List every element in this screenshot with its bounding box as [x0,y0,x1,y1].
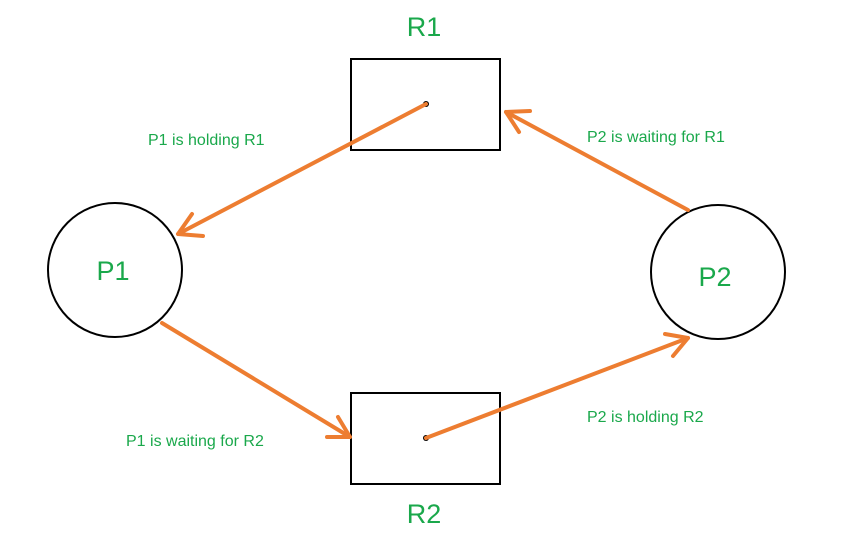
edge-r1-to-p1-label: P1 is holding R1 [148,132,265,149]
resource-r1-box [350,58,501,151]
edge-r2-to-p2-label: P2 is holding R2 [587,409,704,426]
edge-r2-to-p2-arrowhead [663,332,690,358]
resource-r2-label: R2 [407,499,442,529]
edge-r2-to-p2-line [424,336,690,440]
edge-p2-to-r1 [504,109,690,212]
edge-r1-to-p1-line [176,102,428,236]
edge-p2-to-r1-line [504,110,690,212]
edge-r1-to-p1-arrowhead [176,212,205,238]
process-p2-label: P2 [698,262,731,292]
edge-p2-to-r1-arrowhead [504,109,532,134]
edge-r1-to-p1 [176,102,428,238]
resource-r1-label: R1 [407,12,442,42]
edge-p1-to-r2-arrowhead [325,415,352,439]
process-p1-label: P1 [96,256,129,286]
edge-p1-to-r2 [160,321,352,439]
process-p2-circle [650,204,786,340]
process-p1-circle [47,202,183,338]
edge-r2-to-p2 [424,332,690,440]
edge-p1-to-r2-line [160,321,352,439]
edge-p1-to-r2-label: P1 is waiting for R2 [126,433,264,450]
edge-p2-to-r1-label: P2 is waiting for R1 [587,129,725,146]
